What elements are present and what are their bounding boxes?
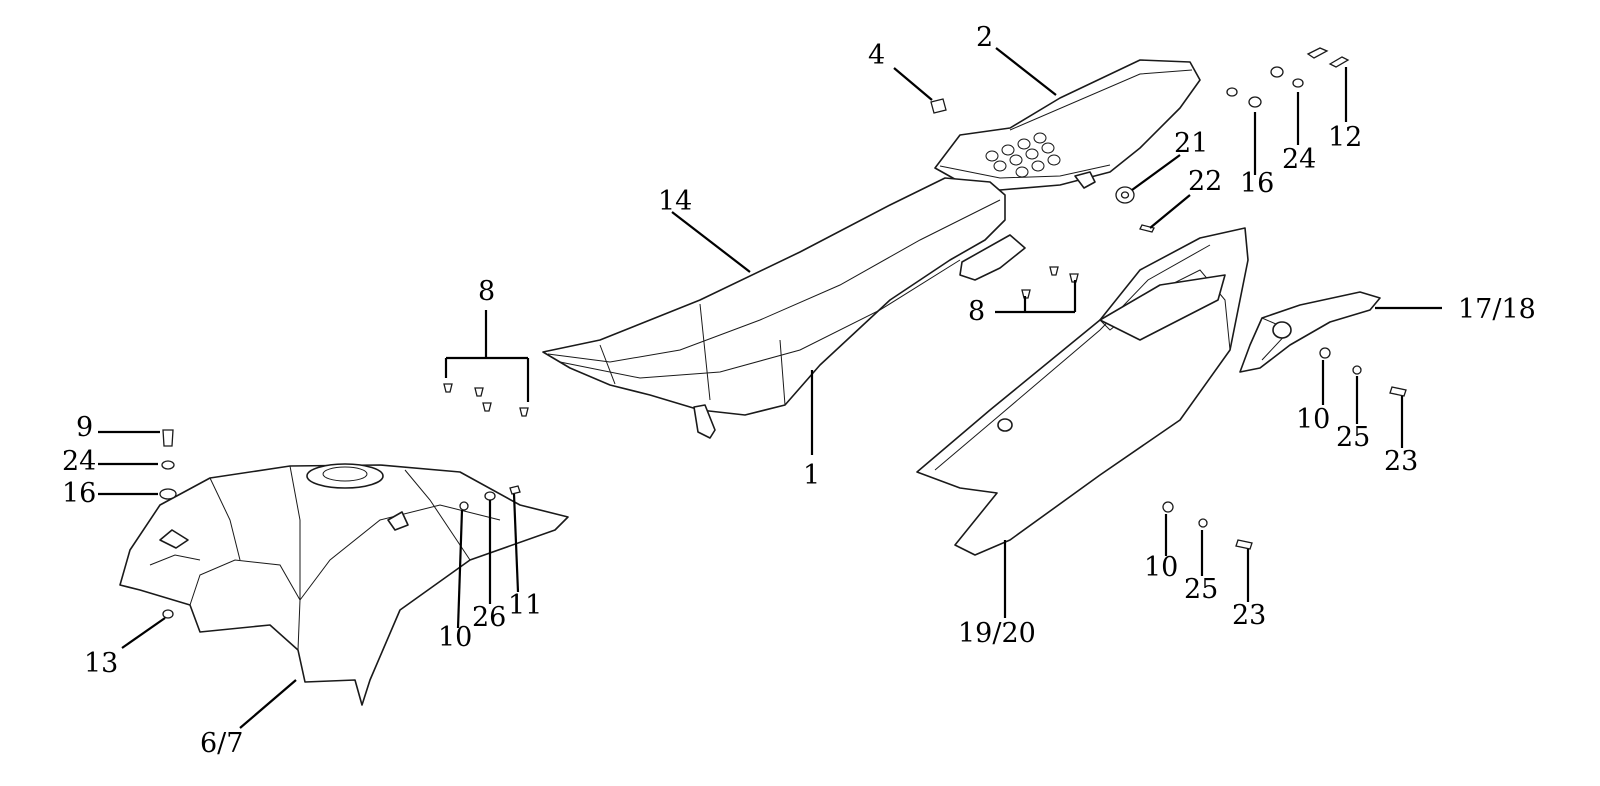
part-grab-handle: [1239, 291, 1381, 373]
callout-9: 9: [76, 412, 93, 443]
callout-14: 14: [658, 186, 692, 217]
callout-8-mid: 8: [968, 296, 985, 327]
callout-8-left: 8: [478, 276, 495, 307]
callout-17-18: 17/18: [1458, 294, 1536, 325]
callout-4: 4: [868, 40, 885, 71]
callout-1: 1: [803, 460, 820, 491]
hardware-parts: [159, 47, 1407, 619]
callout-13: 13: [84, 648, 118, 679]
callout-10-left: 10: [438, 622, 472, 653]
callout-22: 22: [1188, 166, 1222, 197]
callout-6-7: 6/7: [200, 728, 243, 759]
callout-24-left: 24: [62, 446, 96, 477]
callout-23-upper: 23: [1384, 446, 1418, 477]
callout-24-right: 24: [1282, 144, 1316, 175]
part-seat: [542, 177, 1026, 439]
callout-25-upper: 25: [1336, 422, 1370, 453]
leader-lines: [98, 47, 1442, 729]
part-rear-fender: [934, 59, 1201, 191]
callout-23-lower: 23: [1232, 600, 1266, 631]
callout-12: 12: [1328, 122, 1362, 153]
callout-16-left: 16: [62, 478, 96, 509]
part-side-cover: [916, 227, 1249, 556]
callout-26: 26: [472, 602, 506, 633]
callout-10-upper: 10: [1296, 404, 1330, 435]
callout-11: 11: [508, 590, 542, 621]
callout-2: 2: [976, 22, 993, 53]
callout-16-right: 16: [1240, 168, 1274, 199]
callout-19-20: 19/20: [958, 618, 1036, 649]
part-fuel-tank: [119, 463, 569, 706]
callout-10-lower: 10: [1144, 552, 1178, 583]
callout-21: 21: [1174, 128, 1208, 159]
callout-labels: 2 4 14 1 8 8 9 24 16 13 6/7 10 26 11 21 …: [62, 22, 1536, 759]
callout-25-lower: 25: [1184, 574, 1218, 605]
